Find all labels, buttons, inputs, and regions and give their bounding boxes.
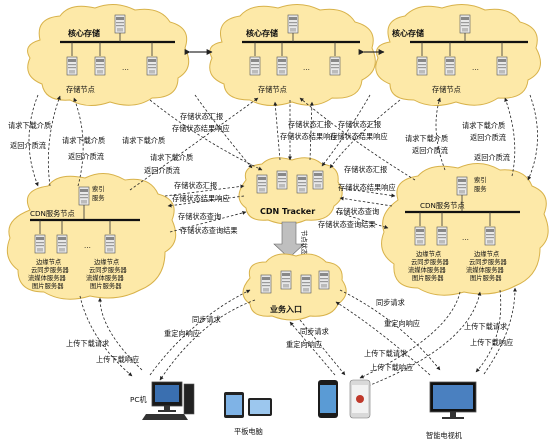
label-request-left-3: 请求下载介质 xyxy=(122,136,165,145)
edge-node-text-right-a: 边缘节点 云同步服务器 流媒体服务器 图片服务器 xyxy=(408,249,449,282)
label-storage-query-cdn-right: 存储状态查询 xyxy=(336,207,379,216)
svg-text:云同步服务器: 云同步服务器 xyxy=(469,257,507,266)
svg-text:边缘节点: 边缘节点 xyxy=(94,257,119,266)
label-storage-report-center-a: 存储状态汇报 xyxy=(288,120,331,129)
tablet-icon xyxy=(224,392,272,418)
storage-node-label-left: 存储节点 xyxy=(66,85,95,94)
label-request-right-2: 请求下载介质 xyxy=(462,121,505,130)
svg-text:图片服务器: 图片服务器 xyxy=(412,273,444,282)
core-storage-label-right: 核心存储 xyxy=(392,28,424,38)
core-storage-cloud-left xyxy=(27,4,190,106)
label-storage-result-cdn-right: 存储状态结果响应 xyxy=(338,183,396,192)
label-sync-request-right: 同步请求 xyxy=(376,298,405,307)
storage-node-label-right: 存储节点 xyxy=(432,85,461,94)
cdn-node-label-right: CDN服务节点 xyxy=(420,201,465,210)
svg-text:边缘节点: 边缘节点 xyxy=(36,257,61,266)
svg-text:云同步服务器: 云同步服务器 xyxy=(89,265,127,274)
label-return-right-3: 返回介质流 xyxy=(474,153,510,162)
tablet-label: 平板电脑 xyxy=(234,427,263,436)
svg-text:云同步服务器: 云同步服务器 xyxy=(31,265,69,274)
label-request-left-4: 请求下载介质 xyxy=(150,153,193,162)
svg-text:流媒体服务器: 流媒体服务器 xyxy=(408,265,446,274)
label-storage-result-cdn-left: 存储状态结果响应 xyxy=(172,194,230,203)
smart-tv-label: 智能电视机 xyxy=(426,431,463,440)
edge-node-text-left-b: 边缘节点 云同步服务器 流媒体服务器 图片服务器 xyxy=(86,257,127,290)
label-redirect-right: 重定向响应 xyxy=(384,319,420,328)
label-storage-result-left: 存储状态结果响应 xyxy=(172,124,230,133)
svg-text:图片服务器: 图片服务器 xyxy=(32,281,64,290)
label-return-left-1: 返回介质流 xyxy=(10,141,46,150)
label-upload-request-left: 上传下载请求 xyxy=(66,339,109,348)
pc-icon xyxy=(142,381,195,420)
label-storage-query-result-cdn-left: 存储状态查询结果 xyxy=(180,226,238,235)
label-sync-request-center: 同步请求 xyxy=(300,327,329,336)
label-storage-report-center-b: 存储状态汇报 xyxy=(338,120,381,129)
label-redirect-left: 重定向响应 xyxy=(164,329,200,338)
label-redirect-center: 重定向响应 xyxy=(286,340,322,349)
node-status-label: 节点状态 xyxy=(300,230,309,256)
service-entry-label: 业务入口 xyxy=(270,304,302,314)
label-storage-report-left: 存储状态汇报 xyxy=(180,112,223,121)
edge-node-text-right-b: 边缘节点 云同步服务器 流媒体服务器 图片服务器 xyxy=(466,249,507,282)
svg-text:边缘节点: 边缘节点 xyxy=(416,249,441,258)
label-storage-result-center-a: 存储状态结果响应 xyxy=(280,132,338,141)
cdn-node-cloud-left xyxy=(6,173,177,300)
label-storage-query-result-cdn-right: 存储状态查询结果 xyxy=(318,220,376,229)
label-upload-request-right-a: 上传下载请求 xyxy=(464,322,507,331)
ellipsis-center: ... xyxy=(303,63,310,72)
ellipsis-cdn-left: ... xyxy=(84,241,91,250)
storage-node-label-center: 存储节点 xyxy=(258,85,287,94)
index-service-label-right-2: 服务 xyxy=(474,184,487,193)
smart-tv-icon xyxy=(429,381,477,419)
label-storage-result-center-b: 存储状态结果响应 xyxy=(330,132,388,141)
svg-text:图片服务器: 图片服务器 xyxy=(470,273,502,282)
ellipsis-cdn-right: ... xyxy=(462,233,469,242)
svg-text:流媒体服务器: 流媒体服务器 xyxy=(28,273,66,282)
label-request-left-1: 请求下载介质 xyxy=(8,121,51,130)
label-sync-request-left: 同步请求 xyxy=(192,315,221,324)
label-storage-query-cdn-left: 存储状态查询 xyxy=(178,212,221,221)
ellipsis-right: ... xyxy=(472,63,479,72)
label-return-left-3: 返回介质流 xyxy=(144,166,180,175)
index-service-label-right-1: 索引 xyxy=(474,175,487,184)
index-service-label-left-2: 服务 xyxy=(92,193,105,202)
label-return-right-2: 返回介质流 xyxy=(470,133,506,142)
edge-node-text-left-a: 边缘节点 云同步服务器 流媒体服务器 图片服务器 xyxy=(28,257,69,290)
core-storage-cloud-right xyxy=(375,4,541,106)
index-service-label-left-1: 索引 xyxy=(92,184,105,193)
svg-text:云同步服务器: 云同步服务器 xyxy=(411,257,449,266)
svg-text:流媒体服务器: 流媒体服务器 xyxy=(466,265,504,274)
flow-lines xyxy=(28,94,538,387)
smartphone-icon xyxy=(318,379,371,419)
label-return-right-1: 返回介质流 xyxy=(412,146,448,155)
core-storage-label-center: 核心存储 xyxy=(246,28,278,38)
label-upload-response-right-b: 上传下载响应 xyxy=(370,363,413,372)
ellipsis-left: ... xyxy=(122,63,129,72)
label-upload-request-right-b: 上传下载请求 xyxy=(364,349,407,358)
cdn-node-label-left: CDN服务节点 xyxy=(30,209,75,218)
label-return-left-2: 返回介质流 xyxy=(68,152,104,161)
cdn-tracker-cloud xyxy=(238,157,343,225)
label-upload-response-left: 上传下载响应 xyxy=(96,355,139,364)
label-upload-response-right-a: 上传下载响应 xyxy=(470,338,513,347)
label-storage-report-cdn-left: 存储状态汇报 xyxy=(174,181,217,190)
svg-text:边缘节点: 边缘节点 xyxy=(474,249,499,258)
node-status-arrow xyxy=(273,221,305,259)
tracker-label: CDN Tracker xyxy=(260,207,315,216)
core-storage-label-left: 核心存储 xyxy=(68,28,100,38)
svg-text:流媒体服务器: 流媒体服务器 xyxy=(86,273,124,282)
cdn-node-cloud-right xyxy=(381,163,549,296)
label-request-left-2: 请求下载介质 xyxy=(62,136,105,145)
label-request-right-1: 请求下载介质 xyxy=(405,134,448,143)
svg-text:图片服务器: 图片服务器 xyxy=(90,281,122,290)
label-storage-report-cdn-right: 存储状态汇报 xyxy=(344,165,387,174)
core-storage-cloud-center xyxy=(209,4,376,106)
pc-label: PC机 xyxy=(130,395,147,404)
